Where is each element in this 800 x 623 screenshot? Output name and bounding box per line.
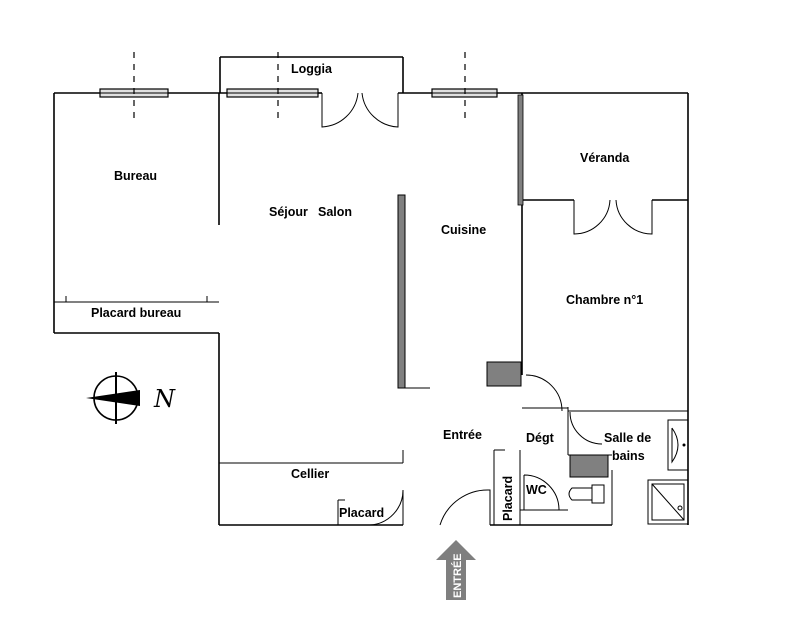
partitions [53, 93, 688, 525]
kitchen-wall-block [397, 194, 406, 389]
room-label-degt: Dégt [526, 431, 555, 445]
entrance-arrow-label: ENTRÉE [451, 553, 464, 598]
room-label-loggia: Loggia [291, 62, 333, 76]
sink [667, 419, 689, 471]
door-loggia-left [321, 92, 359, 128]
door-cellier [369, 489, 404, 526]
room-label-sejour: Séjour [269, 205, 308, 219]
door-chambre [525, 374, 563, 412]
door-sdb [569, 411, 603, 445]
windows [99, 52, 498, 118]
room-label-entree: Entrée [443, 428, 482, 442]
room-label-placard: Placard [339, 506, 384, 520]
door-loggia-right [361, 92, 399, 128]
compass-north-label: N [153, 385, 176, 413]
room-label-salle-de-bains-1: Salle de [604, 431, 651, 445]
room-label-cellier: Cellier [291, 467, 329, 481]
door-entree [439, 489, 491, 526]
room-label-veranda: Véranda [580, 151, 630, 165]
door-veranda-right [615, 199, 653, 235]
room-label-chambre: Chambre n°1 [566, 293, 643, 307]
room-label-salon: Salon [318, 205, 352, 219]
room-label-salle-de-bains-2: bains [612, 449, 645, 463]
room-label-cuisine: Cuisine [441, 223, 486, 237]
room-label-wc: WC [526, 483, 547, 497]
door-wc [523, 474, 560, 511]
toilet [568, 484, 605, 504]
north-compass-icon: N [86, 372, 176, 424]
shower [647, 479, 689, 525]
room-labels: Loggia Bureau Séjour Salon Cuisine Véran… [91, 62, 651, 521]
doors [321, 92, 653, 526]
kitchen-block [486, 361, 522, 387]
room-label-bureau: Bureau [114, 169, 157, 183]
entrance-arrow: ENTRÉE [436, 540, 476, 600]
room-label-placard-vertical: Placard [501, 476, 515, 521]
door-veranda-left [573, 199, 611, 235]
room-label-placard-bureau: Placard bureau [91, 306, 181, 320]
